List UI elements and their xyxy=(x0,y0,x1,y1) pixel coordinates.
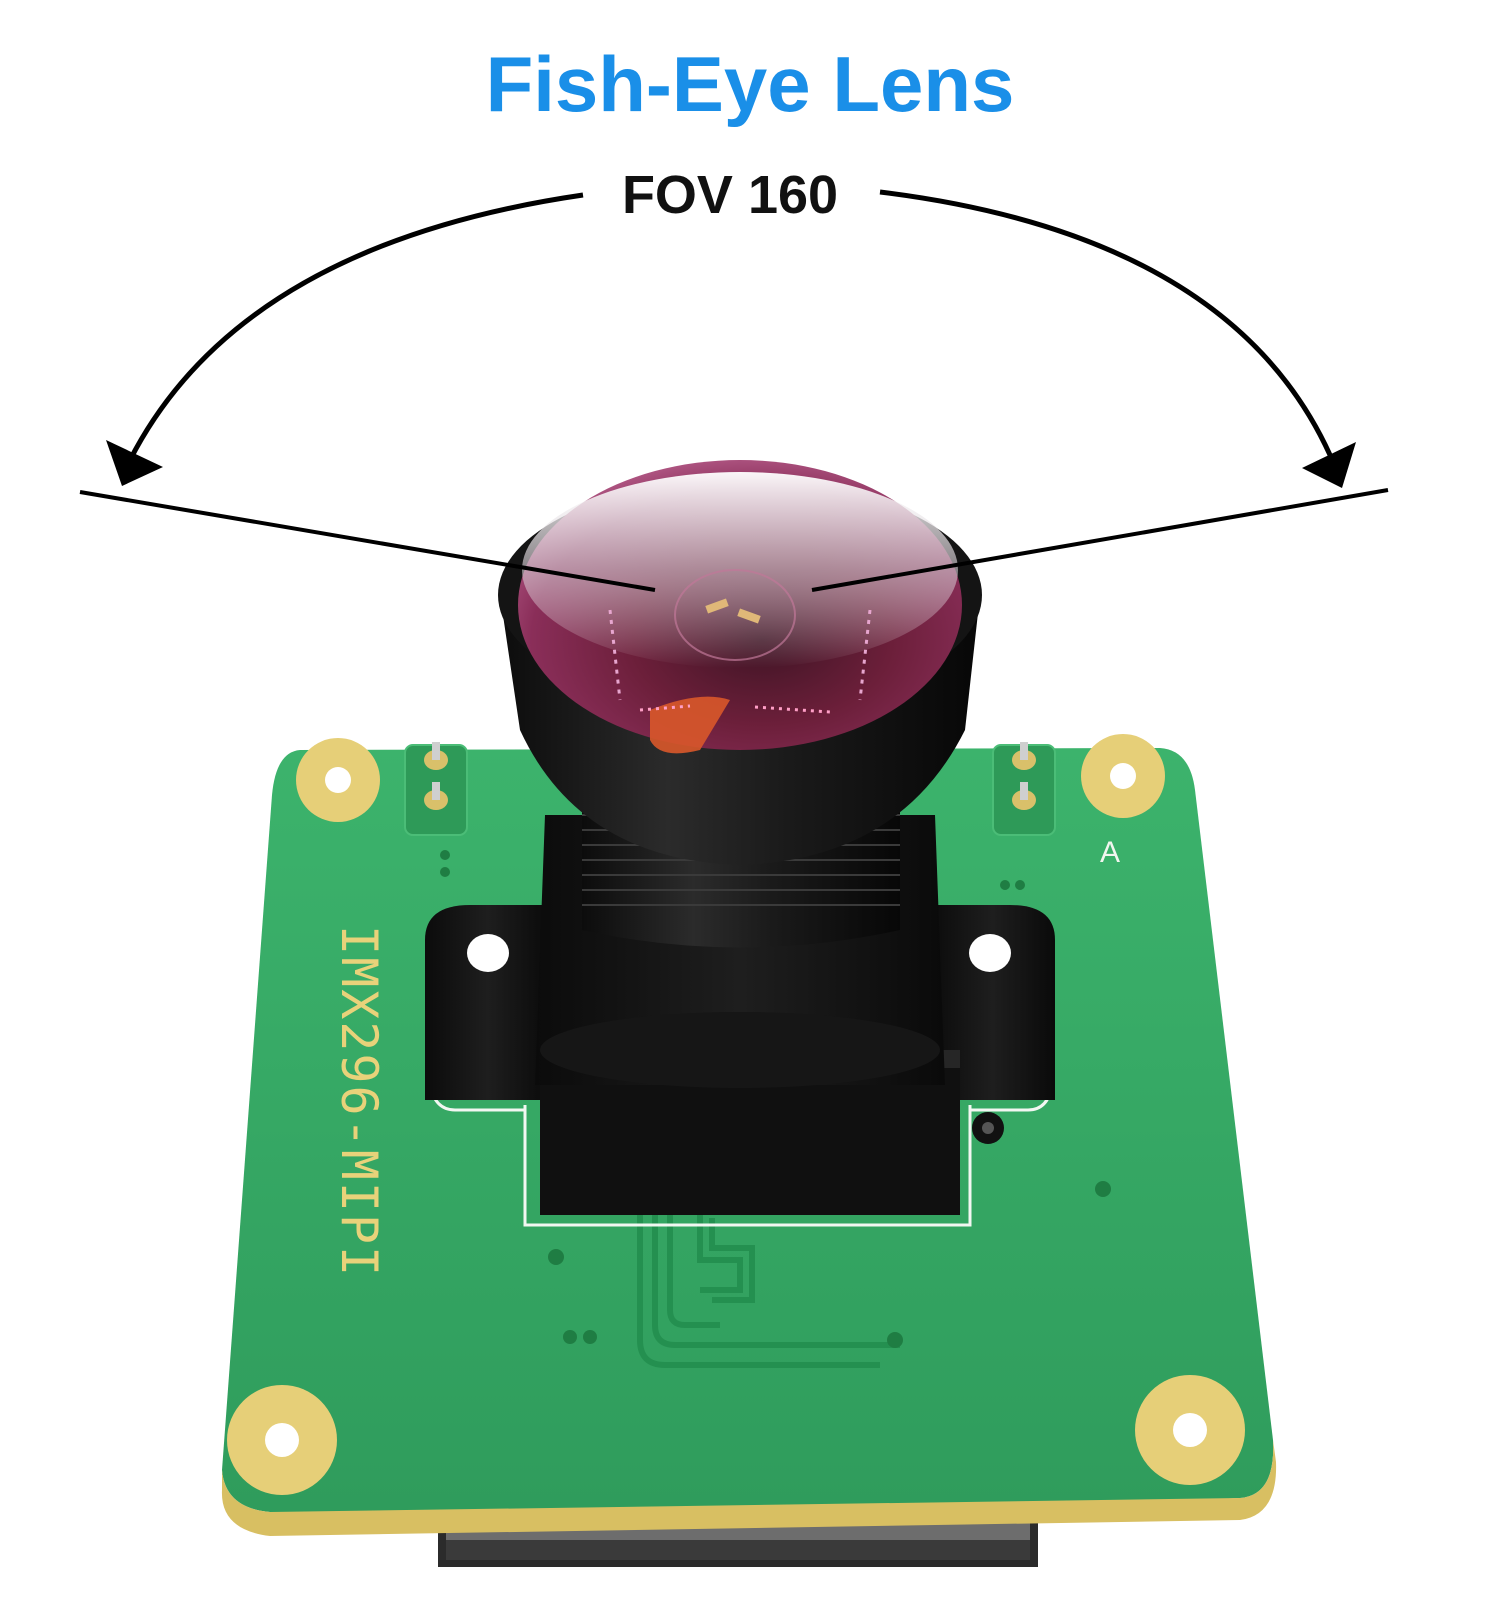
board-mark: A xyxy=(1100,836,1120,869)
pcb-traces xyxy=(637,1205,900,1368)
lens-holder xyxy=(425,815,1055,1215)
fov-arc-left xyxy=(127,192,584,462)
header-pins-right xyxy=(992,742,1056,836)
fisheye-lens xyxy=(498,460,982,865)
holder-screw-hole-right xyxy=(969,934,1011,972)
board-label: IMX296-MIPI xyxy=(330,925,388,1278)
arrowhead-left-icon xyxy=(106,440,163,486)
header-pins-left xyxy=(404,742,468,836)
fov-diagram xyxy=(79,189,1389,592)
pcb-vias xyxy=(440,850,1111,1348)
board-screw xyxy=(972,1112,1004,1144)
arrowhead-right-icon xyxy=(1302,442,1356,488)
lens-reflections xyxy=(608,569,872,754)
fov-label: FOV 160 xyxy=(621,165,839,225)
mounting-hole-top-right xyxy=(1081,734,1165,818)
fov-line-right xyxy=(811,488,1389,592)
mounting-hole-top-left xyxy=(296,738,380,822)
fov-arc-right xyxy=(879,189,1333,457)
mounting-hole-bottom-right xyxy=(1135,1375,1245,1485)
page-title: Fish-Eye Lens xyxy=(485,40,1015,128)
fov-line-left xyxy=(79,490,656,592)
silkscreen-outline xyxy=(523,1105,972,1227)
holder-screw-hole-left xyxy=(467,934,509,972)
mounting-hole-bottom-left xyxy=(227,1385,337,1495)
